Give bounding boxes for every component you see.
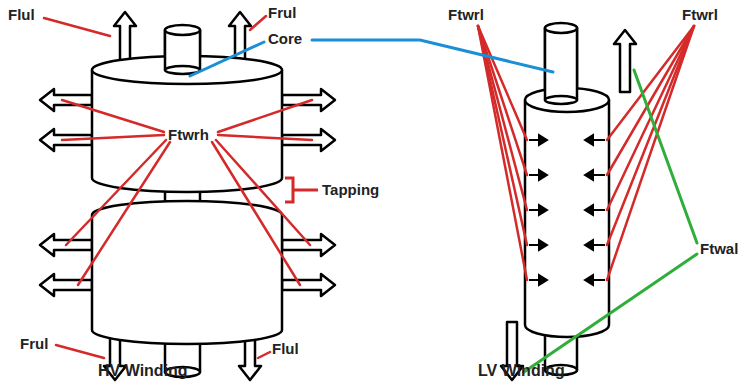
lv-radial-arrows	[529, 135, 605, 285]
lv-winding	[525, 100, 609, 337]
force-label: Ftwrl	[682, 6, 718, 24]
force-label: Flul	[272, 340, 299, 358]
hv-lower-winding	[92, 201, 282, 344]
tapping-bracket	[285, 178, 318, 202]
force-label: Ftwrh	[168, 126, 209, 144]
force-label: Frul	[268, 4, 296, 22]
leader-lines	[44, 16, 694, 358]
force-label: Ftwrl	[448, 6, 484, 24]
force-label: Frul	[20, 335, 48, 353]
part-label: Tapping	[322, 181, 379, 199]
axial-arrow	[614, 30, 636, 92]
force-arrow	[282, 274, 335, 296]
force-label: Ftwal	[700, 240, 738, 258]
force-arrow	[114, 12, 136, 62]
lv-core-hole	[545, 96, 577, 104]
axial-pointers	[524, 70, 697, 372]
lv-core-cap	[545, 23, 577, 33]
force-label: Flul	[8, 6, 35, 24]
hv-upper-winding	[92, 70, 282, 192]
hv-core-cap	[165, 25, 200, 35]
core-pointers	[190, 40, 553, 76]
lv-core-top	[545, 28, 577, 100]
figure-title: HV Winding	[98, 362, 188, 380]
part-label: Core	[268, 30, 302, 48]
figure-title: LV Winding	[478, 362, 565, 380]
